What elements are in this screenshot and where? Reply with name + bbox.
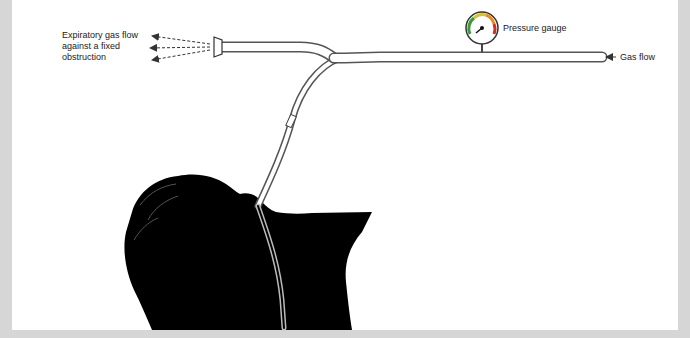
gas-flow-label: Gas flow	[620, 52, 676, 63]
tube-connector	[286, 114, 297, 127]
patient-silhouette	[124, 174, 372, 330]
expiratory-arrows	[150, 36, 210, 60]
expiratory-label: Expiratory gas flow against a fixed obst…	[62, 30, 144, 63]
gauge-label: Pressure gauge	[503, 23, 593, 34]
hair-strands	[134, 184, 178, 240]
gas-flow-arrow	[606, 57, 616, 58]
tubing	[222, 47, 602, 328]
pressure-gauge	[466, 12, 498, 52]
fixed-obstruction	[214, 37, 222, 57]
